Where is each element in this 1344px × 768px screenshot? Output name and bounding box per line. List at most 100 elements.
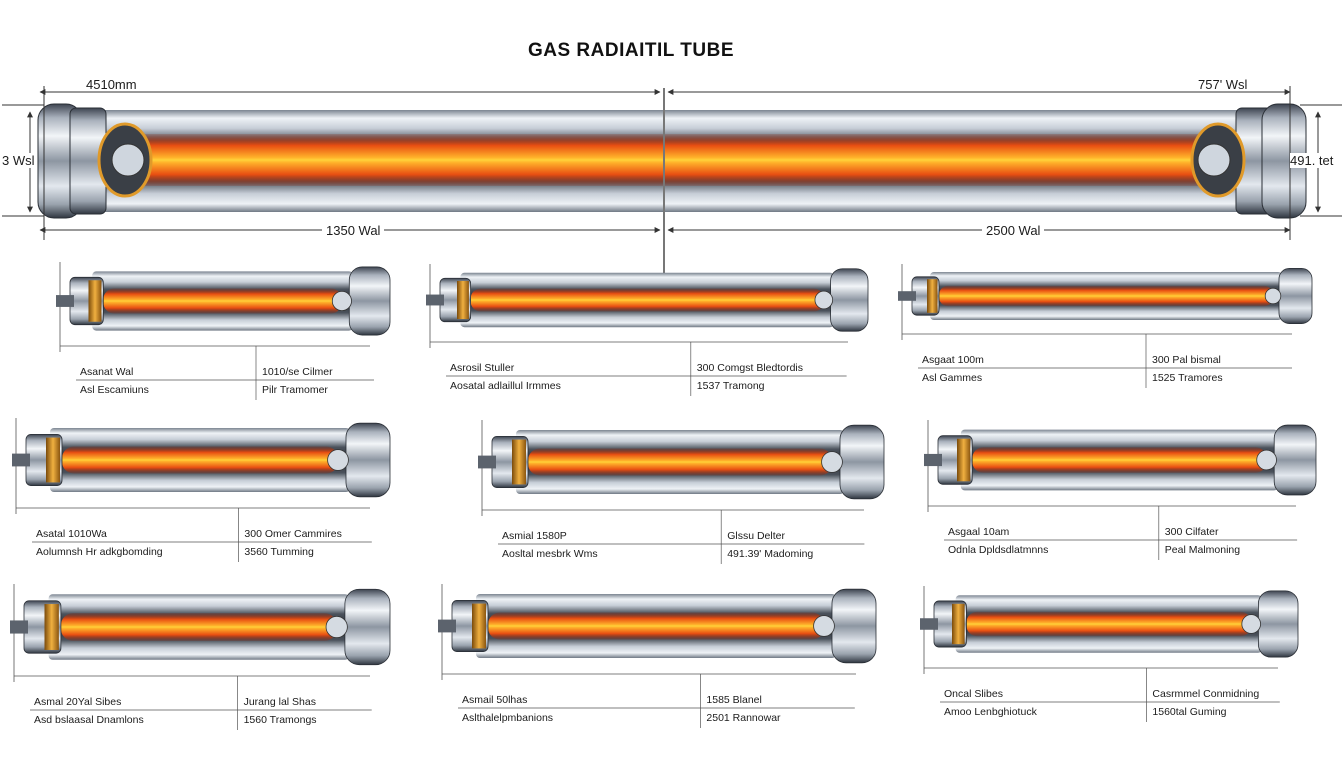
variant-left-brass bbox=[957, 438, 971, 482]
variant-flame bbox=[470, 288, 824, 312]
variant-1-label-1: Asanat Wal bbox=[80, 366, 134, 378]
variant-flame bbox=[966, 611, 1252, 637]
variant-left-brass bbox=[44, 604, 59, 650]
variant-tube-1 bbox=[56, 262, 391, 400]
variant-flame bbox=[972, 447, 1267, 473]
dim-left: 3 Wsl bbox=[2, 153, 35, 168]
variant-tubes bbox=[10, 262, 1317, 730]
variant-1-label-4: Pilr Tramomer bbox=[262, 384, 328, 396]
dim-bottom-right: 2500 Wal bbox=[982, 223, 1045, 238]
variant-right-cap bbox=[831, 588, 877, 664]
variant-2-label-1: Asrosil Stuller bbox=[450, 362, 515, 374]
variant-3-label-1: Asgaat 100m bbox=[922, 354, 984, 366]
variant-right-cap bbox=[1278, 267, 1313, 324]
variant-right-cap bbox=[344, 588, 391, 666]
variant-6-label-4: Peal Malmoning bbox=[1164, 544, 1241, 556]
variant-inlet bbox=[56, 295, 74, 307]
variant-flame bbox=[103, 288, 342, 314]
variant-4-label-1: Asatal 1010Wa bbox=[36, 528, 107, 540]
variant-6-label-1: Asgaal 10am bbox=[948, 526, 1010, 538]
variant-9-label-1: Oncal Slibes bbox=[944, 688, 1003, 700]
variant-inlet bbox=[438, 619, 456, 633]
variant-left-brass bbox=[457, 280, 469, 320]
main-left-burner-head bbox=[111, 143, 145, 177]
variant-right-cap bbox=[839, 424, 885, 500]
variant-tube-7 bbox=[10, 584, 391, 730]
variant-right-burner bbox=[331, 290, 352, 312]
variant-1-label-2: Asl Escamiuns bbox=[80, 384, 149, 396]
main-right-burner-head bbox=[1197, 143, 1231, 177]
variant-flame bbox=[62, 446, 338, 474]
variant-2-label-2: Aosatal adlaillul Irmmes bbox=[450, 380, 561, 392]
variant-right-cap bbox=[830, 268, 869, 332]
variant-flame bbox=[488, 612, 824, 640]
variant-right-burner bbox=[1264, 287, 1282, 305]
variant-8-label-4: 2501 Rannowar bbox=[706, 712, 781, 724]
variant-tube-9 bbox=[920, 586, 1299, 722]
variant-5-label-2: Aosltal mesbrk Wms bbox=[502, 548, 598, 560]
variant-right-cap bbox=[1258, 590, 1299, 658]
main-tube bbox=[37, 88, 1307, 310]
variant-9-label-4: 1560tal Guming bbox=[1152, 706, 1227, 718]
dim-top-left: 4510mm bbox=[86, 77, 137, 92]
variant-left-brass bbox=[952, 603, 965, 645]
variant-1-label-3: 1010/se Cilmer bbox=[262, 366, 333, 378]
variant-left-brass bbox=[88, 280, 102, 322]
variant-7-label-3: Jurang lal Shas bbox=[243, 696, 316, 708]
variant-8-label-1: Asmail 50lhas bbox=[462, 694, 528, 706]
dim-top-right: 757' Wsl bbox=[1198, 77, 1248, 92]
variant-tube-4 bbox=[12, 418, 391, 562]
variant-inlet bbox=[12, 453, 30, 467]
variant-inlet bbox=[920, 618, 938, 630]
variant-flame bbox=[60, 613, 337, 641]
variant-right-cap bbox=[345, 422, 391, 498]
variant-right-burner bbox=[1241, 614, 1261, 634]
dim-right: 491. tet bbox=[1290, 153, 1334, 168]
diagram-title: GAS RADIAITIL TUBE bbox=[527, 40, 735, 61]
variant-right-cap bbox=[1273, 424, 1317, 496]
variant-right-burner bbox=[1256, 449, 1277, 471]
variant-6-label-2: Odnla Dpldsdlatmnns bbox=[948, 544, 1049, 556]
variant-tube-2 bbox=[426, 264, 869, 396]
variant-left-brass bbox=[46, 437, 60, 483]
variant-right-burner bbox=[327, 449, 349, 471]
variant-inlet bbox=[898, 291, 916, 301]
variant-left-brass bbox=[472, 603, 486, 649]
variant-right-burner bbox=[814, 290, 834, 310]
variant-left-brass bbox=[512, 439, 526, 485]
variant-4-label-2: Aolumnsh Hr adkgbomding bbox=[36, 546, 163, 558]
dim-bottom-left: 1350 Wal bbox=[322, 223, 385, 238]
variant-5-label-1: Asmial 1580P bbox=[502, 530, 567, 542]
variant-6-label-3: 300 Cilfater bbox=[1164, 526, 1219, 538]
variant-2-label-3: 300 Comgst Bledtordis bbox=[696, 362, 804, 374]
variant-3-label-2: Asl Gammes bbox=[922, 372, 983, 384]
variant-tube-5 bbox=[478, 420, 885, 564]
variant-tube-8 bbox=[438, 584, 877, 728]
variant-flame bbox=[528, 448, 832, 476]
variant-9-label-3: Casrmmel Conmidning bbox=[1152, 688, 1260, 700]
variant-inlet bbox=[10, 620, 28, 634]
variant-4-label-4: 3560 Tumming bbox=[244, 546, 314, 558]
variant-9-label-2: Amoo Lenbghiotuck bbox=[944, 706, 1037, 718]
variant-7-label-4: 1560 Tramongs bbox=[243, 714, 317, 726]
variant-4-label-3: 300 Omer Cammires bbox=[244, 528, 342, 540]
variant-right-burner bbox=[821, 451, 843, 473]
variant-right-burner bbox=[325, 615, 348, 639]
variant-flame bbox=[939, 285, 1273, 307]
variant-8-label-3: 1585 Blanel bbox=[706, 694, 762, 706]
main-tube-flame bbox=[110, 134, 1235, 186]
variant-7-label-1: Asmal 20Yal Sibes bbox=[34, 696, 122, 708]
variant-right-cap bbox=[348, 266, 391, 336]
variant-right-burner bbox=[813, 615, 835, 637]
variant-tube-6 bbox=[924, 420, 1317, 560]
variant-tube-3 bbox=[898, 264, 1313, 388]
variant-5-label-3: Glssu Delter bbox=[727, 530, 785, 542]
variant-5-label-4: 491.39' Madoming bbox=[727, 548, 814, 560]
variant-2-label-4: 1537 Tramong bbox=[696, 380, 765, 392]
variant-8-label-2: Aslthalelpmbanions bbox=[462, 712, 554, 724]
variant-3-label-3: 300 Pal bismal bbox=[1152, 354, 1221, 366]
variant-inlet bbox=[426, 294, 444, 306]
variant-inlet bbox=[924, 453, 942, 467]
variant-3-label-4: 1525 Tramores bbox=[1152, 372, 1223, 384]
